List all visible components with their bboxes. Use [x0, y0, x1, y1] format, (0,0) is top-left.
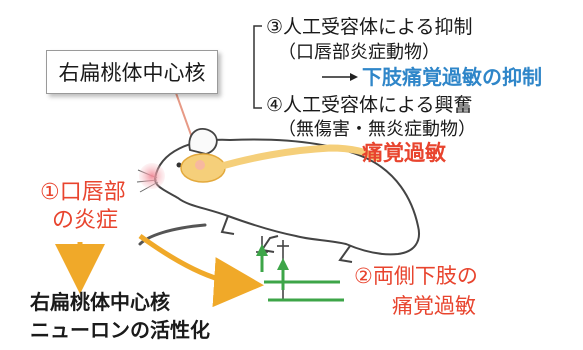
item3-title: ③人工受容体による抑制 [266, 16, 473, 38]
stimulus-indicator [256, 244, 344, 302]
neuron-activation-line2: ニューロンの活性化 [30, 318, 210, 342]
bilateral-hyperalgesia-line1: ②両側下肢の [354, 264, 478, 288]
amygdala-label-box: 右扁桃体中心核 [46, 50, 218, 94]
item4-result: 痛覚過敏 [362, 141, 446, 165]
neural-pathway [180, 144, 380, 183]
bilateral-hyperalgesia-line2: 痛覚過敏 [392, 294, 476, 318]
lip-inflammation-line1: ①口唇部 [40, 180, 126, 205]
arrow-to-hyperalgesia [138, 233, 264, 308]
item4-title: ④人工受容体による興奮 [266, 94, 473, 116]
result-arrow-3 [322, 73, 358, 81]
item3-result: 下肢痛覚過敏の抑制 [362, 65, 542, 89]
item4-condition: （無傷害・無炎症動物） [278, 119, 476, 140]
bracket [253, 25, 262, 109]
inflamed-lip-highlight [139, 163, 165, 189]
item3-condition: （口唇部炎症動物） [278, 42, 440, 63]
lip-inflammation-line2: の炎症 [52, 208, 119, 233]
neuron-activation-line1: 右扁桃体中心核 [30, 290, 170, 314]
